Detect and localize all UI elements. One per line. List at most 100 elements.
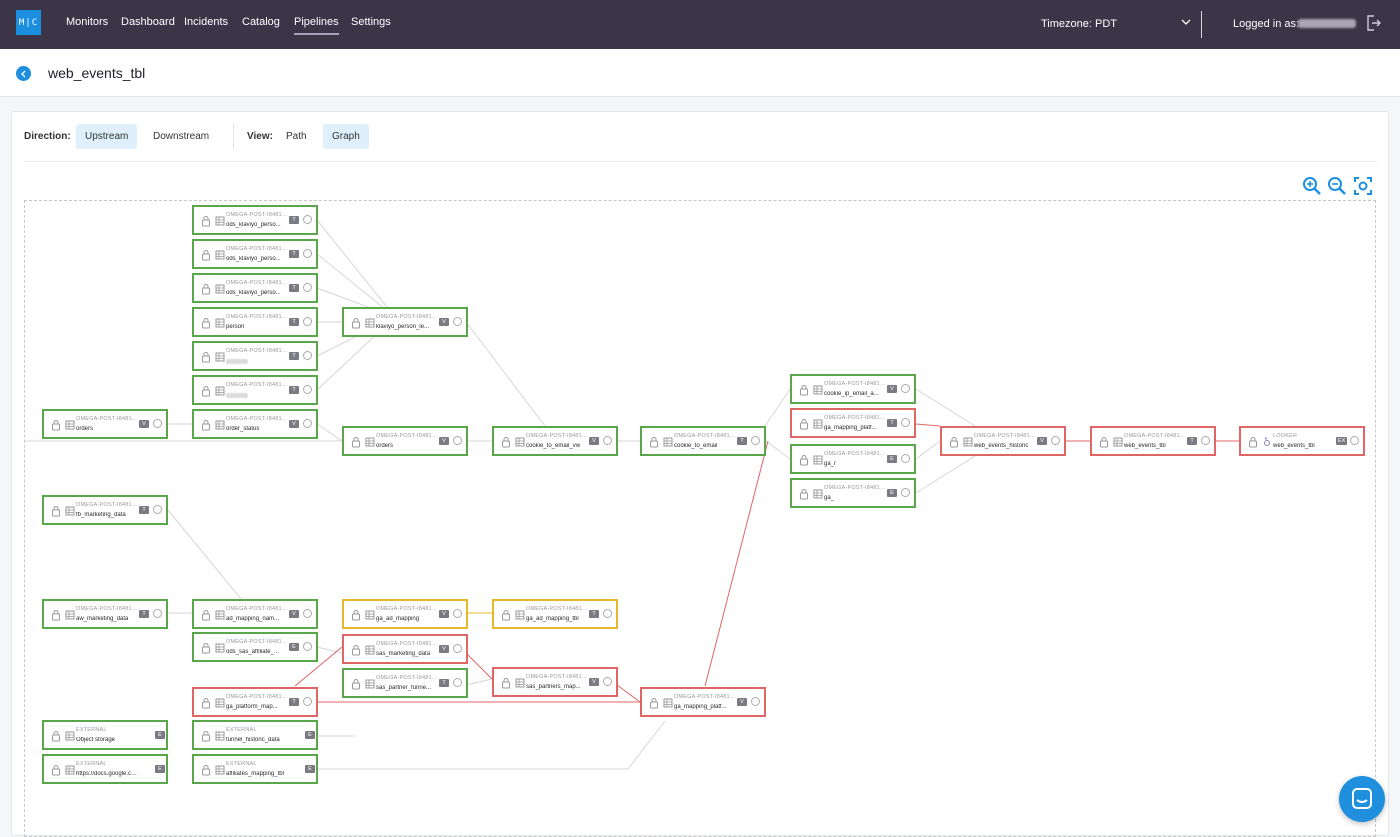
expand-node-icon[interactable]: [303, 642, 312, 651]
upstream-button[interactable]: Upstream: [76, 124, 138, 149]
lineage-node[interactable]: OMEGA-POST-I8481...ad_mapping_nam...V: [192, 599, 318, 629]
expand-node-icon[interactable]: [303, 697, 312, 706]
nav-settings[interactable]: Settings: [351, 16, 391, 28]
nav-catalog[interactable]: Catalog: [242, 16, 280, 28]
node-name: ga_platform_map...: [226, 704, 278, 710]
lineage-node[interactable]: OMEGA-POST-I8481...klaviyo_person_le...V: [342, 307, 468, 337]
nav-dashboard[interactable]: Dashboard: [121, 16, 175, 28]
table-icon: [365, 316, 375, 328]
timezone-select[interactable]: Timezone: PDT: [1041, 18, 1118, 30]
expand-node-icon[interactable]: [453, 317, 462, 326]
expand-node-icon[interactable]: [901, 454, 910, 463]
expand-node-icon[interactable]: [453, 609, 462, 618]
expand-node-icon[interactable]: [603, 677, 612, 686]
lineage-node[interactable]: OMEGA-POST-I8481...T: [192, 341, 318, 371]
expand-node-icon[interactable]: [453, 678, 462, 687]
node-warehouse: OMEGA-POST-I8481...: [824, 381, 885, 387]
lineage-node[interactable]: OMEGA-POST-I8481...ga_mapping_platf...V: [640, 687, 766, 717]
expand-node-icon[interactable]: [303, 609, 312, 618]
expand-node-icon[interactable]: [751, 436, 760, 445]
expand-node-icon[interactable]: [303, 419, 312, 428]
lineage-node[interactable]: OMEGA-POST-I8481...cookie_ip_email_a...V: [790, 374, 916, 404]
chevron-down-icon[interactable]: [1180, 16, 1192, 28]
expand-node-icon[interactable]: [1350, 436, 1359, 445]
lineage-node[interactable]: OMEGA-POST-I8481...T: [192, 375, 318, 405]
lock-icon: [799, 487, 809, 500]
lineage-node[interactable]: OMEGA-POST-I8481...ga_platform_map...T: [192, 687, 318, 717]
nav-monitors[interactable]: Monitors: [66, 16, 109, 28]
expand-node-icon[interactable]: [303, 249, 312, 258]
nav-pipelines[interactable]: Pipelines: [294, 16, 339, 35]
path-view-button[interactable]: Path: [286, 131, 307, 142]
node-name: sas_partner_funne...: [376, 685, 432, 691]
expand-node-icon[interactable]: [153, 505, 162, 514]
node-warehouse: OMEGA-POST-I8481...: [526, 433, 587, 439]
node-type-badge: V: [439, 610, 449, 618]
lock-icon: [201, 729, 211, 742]
zoom-out-icon[interactable]: [1327, 176, 1347, 196]
node-name: ods_klaviyo_perso...: [226, 290, 281, 296]
lineage-node[interactable]: OMEGA-POST-I8481...sas_partner_funne...T: [342, 668, 468, 698]
lineage-card: Direction: Upstream Downstream View: Pat…: [11, 111, 1389, 837]
downstream-button[interactable]: Downstream: [153, 131, 210, 142]
lineage-node[interactable]: OMEGA-POST-I8481...ods_klaviyo_perso...T: [192, 273, 318, 303]
expand-node-icon[interactable]: [153, 419, 162, 428]
fit-to-screen-icon[interactable]: [1353, 176, 1373, 196]
expand-node-icon[interactable]: [603, 436, 612, 445]
expand-node-icon[interactable]: [453, 644, 462, 653]
expand-node-icon[interactable]: [303, 283, 312, 292]
expand-node-icon[interactable]: [1201, 436, 1210, 445]
expand-node-icon[interactable]: [751, 697, 760, 706]
expand-node-icon[interactable]: [453, 436, 462, 445]
expand-node-icon[interactable]: [153, 609, 162, 618]
app-logo[interactable]: M|C: [16, 10, 41, 35]
lineage-graph[interactable]: OMEGA-POST-I8481...ods_klaviyo_perso...T…: [24, 200, 1376, 837]
lineage-node[interactable]: OMEGA-POST-I8481...ods_sas_affiliate_...…: [192, 632, 318, 662]
expand-node-icon[interactable]: [303, 317, 312, 326]
node-name: ga_mapping_platf...: [824, 425, 877, 431]
expand-node-icon[interactable]: [1051, 436, 1060, 445]
expand-node-icon[interactable]: [303, 215, 312, 224]
nav-incidents[interactable]: Incidents: [184, 16, 229, 28]
lineage-node[interactable]: OMEGA-POST-I8481...ods_klaviyo_perso...T: [192, 205, 318, 235]
expand-node-icon[interactable]: [901, 488, 910, 497]
expand-node-icon[interactable]: [603, 609, 612, 618]
node-name: ga_mapping_platf...: [674, 704, 727, 710]
lineage-node[interactable]: OMEGA-POST-I8481...sas_partners_map...V: [492, 667, 618, 697]
graph-view-button[interactable]: Graph: [323, 124, 369, 149]
lock-icon: [51, 608, 61, 621]
logout-icon[interactable]: [1365, 14, 1381, 32]
zoom-in-icon[interactable]: [1302, 176, 1322, 196]
expand-node-icon[interactable]: [901, 384, 910, 393]
node-name: aw_marketing_data: [76, 616, 129, 622]
expand-node-icon[interactable]: [901, 418, 910, 427]
expand-node-icon[interactable]: [303, 385, 312, 394]
table-icon: [65, 608, 75, 620]
lineage-node[interactable]: OMEGA-POST-I8481...ga_E: [790, 478, 916, 508]
lineage-node[interactable]: OMEGA-POST-I8481...ga_mapping_platf...T: [790, 408, 916, 438]
back-button[interactable]: [16, 66, 31, 81]
node-type-badge: T: [289, 386, 299, 394]
expand-node-icon[interactable]: [303, 351, 312, 360]
lineage-node[interactable]: OMEGA-POST-I8481...ods_klaviyo_perso...T: [192, 239, 318, 269]
chat-support-button[interactable]: [1339, 776, 1385, 822]
